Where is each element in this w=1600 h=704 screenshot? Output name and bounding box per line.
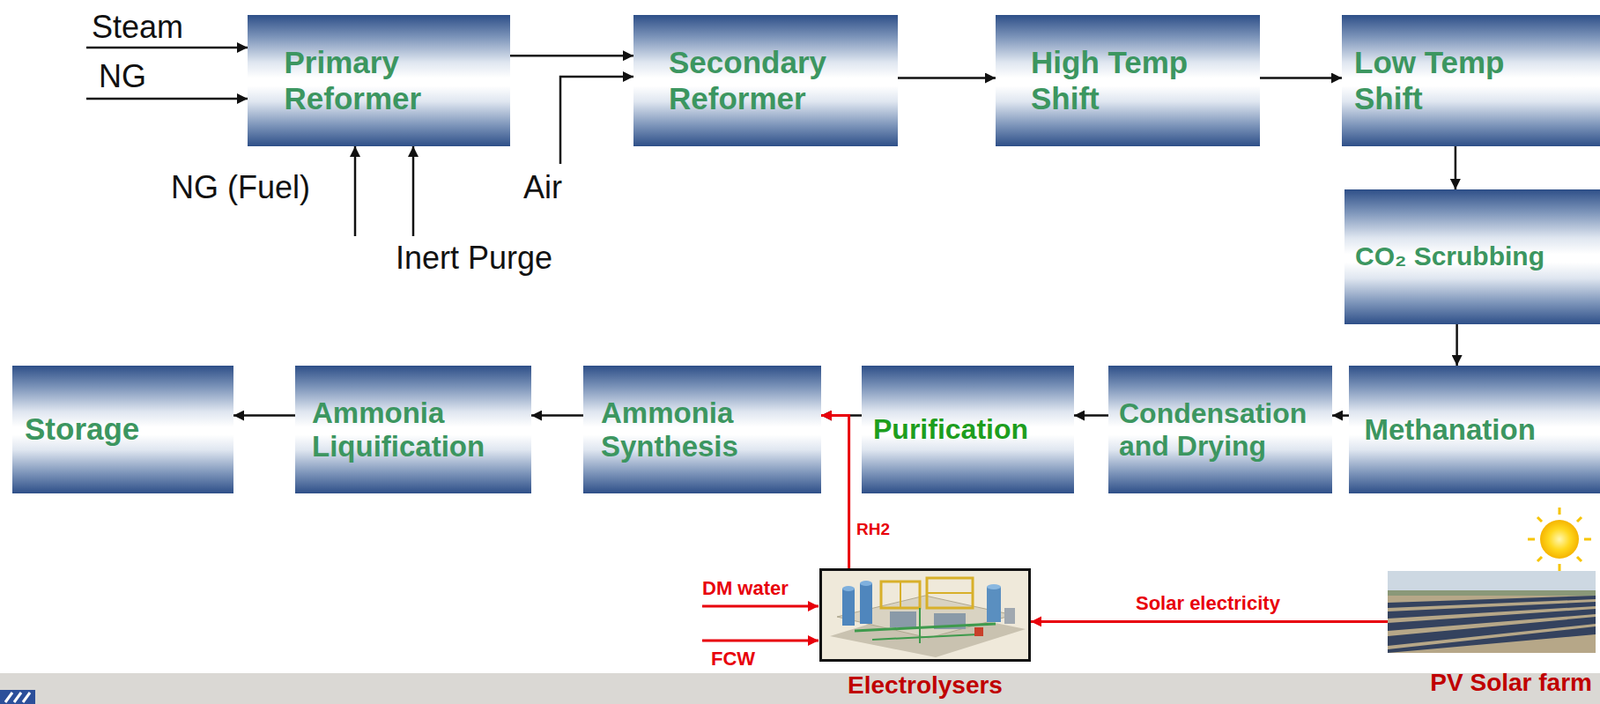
process-box: Storage [12,365,234,494]
flow-label: NG (Fuel) [170,169,311,206]
edge-label: Solar electricity [1135,592,1281,615]
box-label: Ammonia Synthesis [600,396,804,464]
process-box: CO₂ Scrubbing [1344,189,1600,325]
flow-arrow [531,414,584,417]
sun-icon [1527,507,1592,571]
edge-label: RH2 [856,519,890,540]
process-box: High Temp Shift [995,14,1260,147]
flow-arrow [510,54,634,58]
logo-mark [0,689,36,704]
process-box: Primary Reformer [247,14,511,147]
footer-band [0,673,1600,704]
flow-arrow [821,415,850,569]
process-box: Ammonia Liquification [295,365,532,494]
box-label: Condensation and Drying [1118,397,1320,463]
solar-farm-photo [1387,570,1596,653]
box-label: Primary Reformer [284,44,475,117]
flow-label: FCW [711,647,756,670]
process-box: Low Temp Shift [1341,14,1600,147]
process-box: Purification [861,365,1075,494]
process-box: Condensation and Drying [1108,365,1333,494]
unit-caption: Electrolysers [847,672,1003,700]
box-label: Low Temp Shift [1354,44,1557,117]
electrolyser-plant [821,570,1030,660]
flow-arrow [897,76,996,80]
flow-label: Steam [91,8,184,45]
box-label: Purification [873,413,1063,446]
process-box: Secondary Reformer [633,14,898,147]
box-label: CO₂ Scrubbing [1355,241,1590,273]
flow-arrow [1030,620,1388,623]
flow-label: Air [523,169,563,206]
box-label: High Temp Shift [1030,44,1225,117]
box-label: Methanation [1364,413,1586,447]
electrolyser-unit: Electrolysers [819,568,1031,662]
flow-arrow [233,414,296,417]
flow-label: DM water [702,577,789,600]
box-label: Storage [24,411,219,447]
flow-arrow [1454,146,1458,190]
flow-arrow [1332,414,1349,417]
box-label: Ammonia Liquification [311,396,515,464]
process-box: Ammonia Synthesis [583,365,822,494]
flow-label: NG [98,58,147,95]
box-label: Secondary Reformer [668,44,863,117]
flow-label: Inert Purge [395,239,553,276]
water-inputs [702,606,819,641]
flow-arrow [1074,414,1109,417]
process-box: Methanation [1348,365,1600,494]
solar-farm: PV Solar farm [1387,570,1596,653]
flow-arrow [1455,324,1459,366]
unit-caption: PV Solar farm [1429,669,1593,697]
flow-arrow [1259,76,1342,80]
